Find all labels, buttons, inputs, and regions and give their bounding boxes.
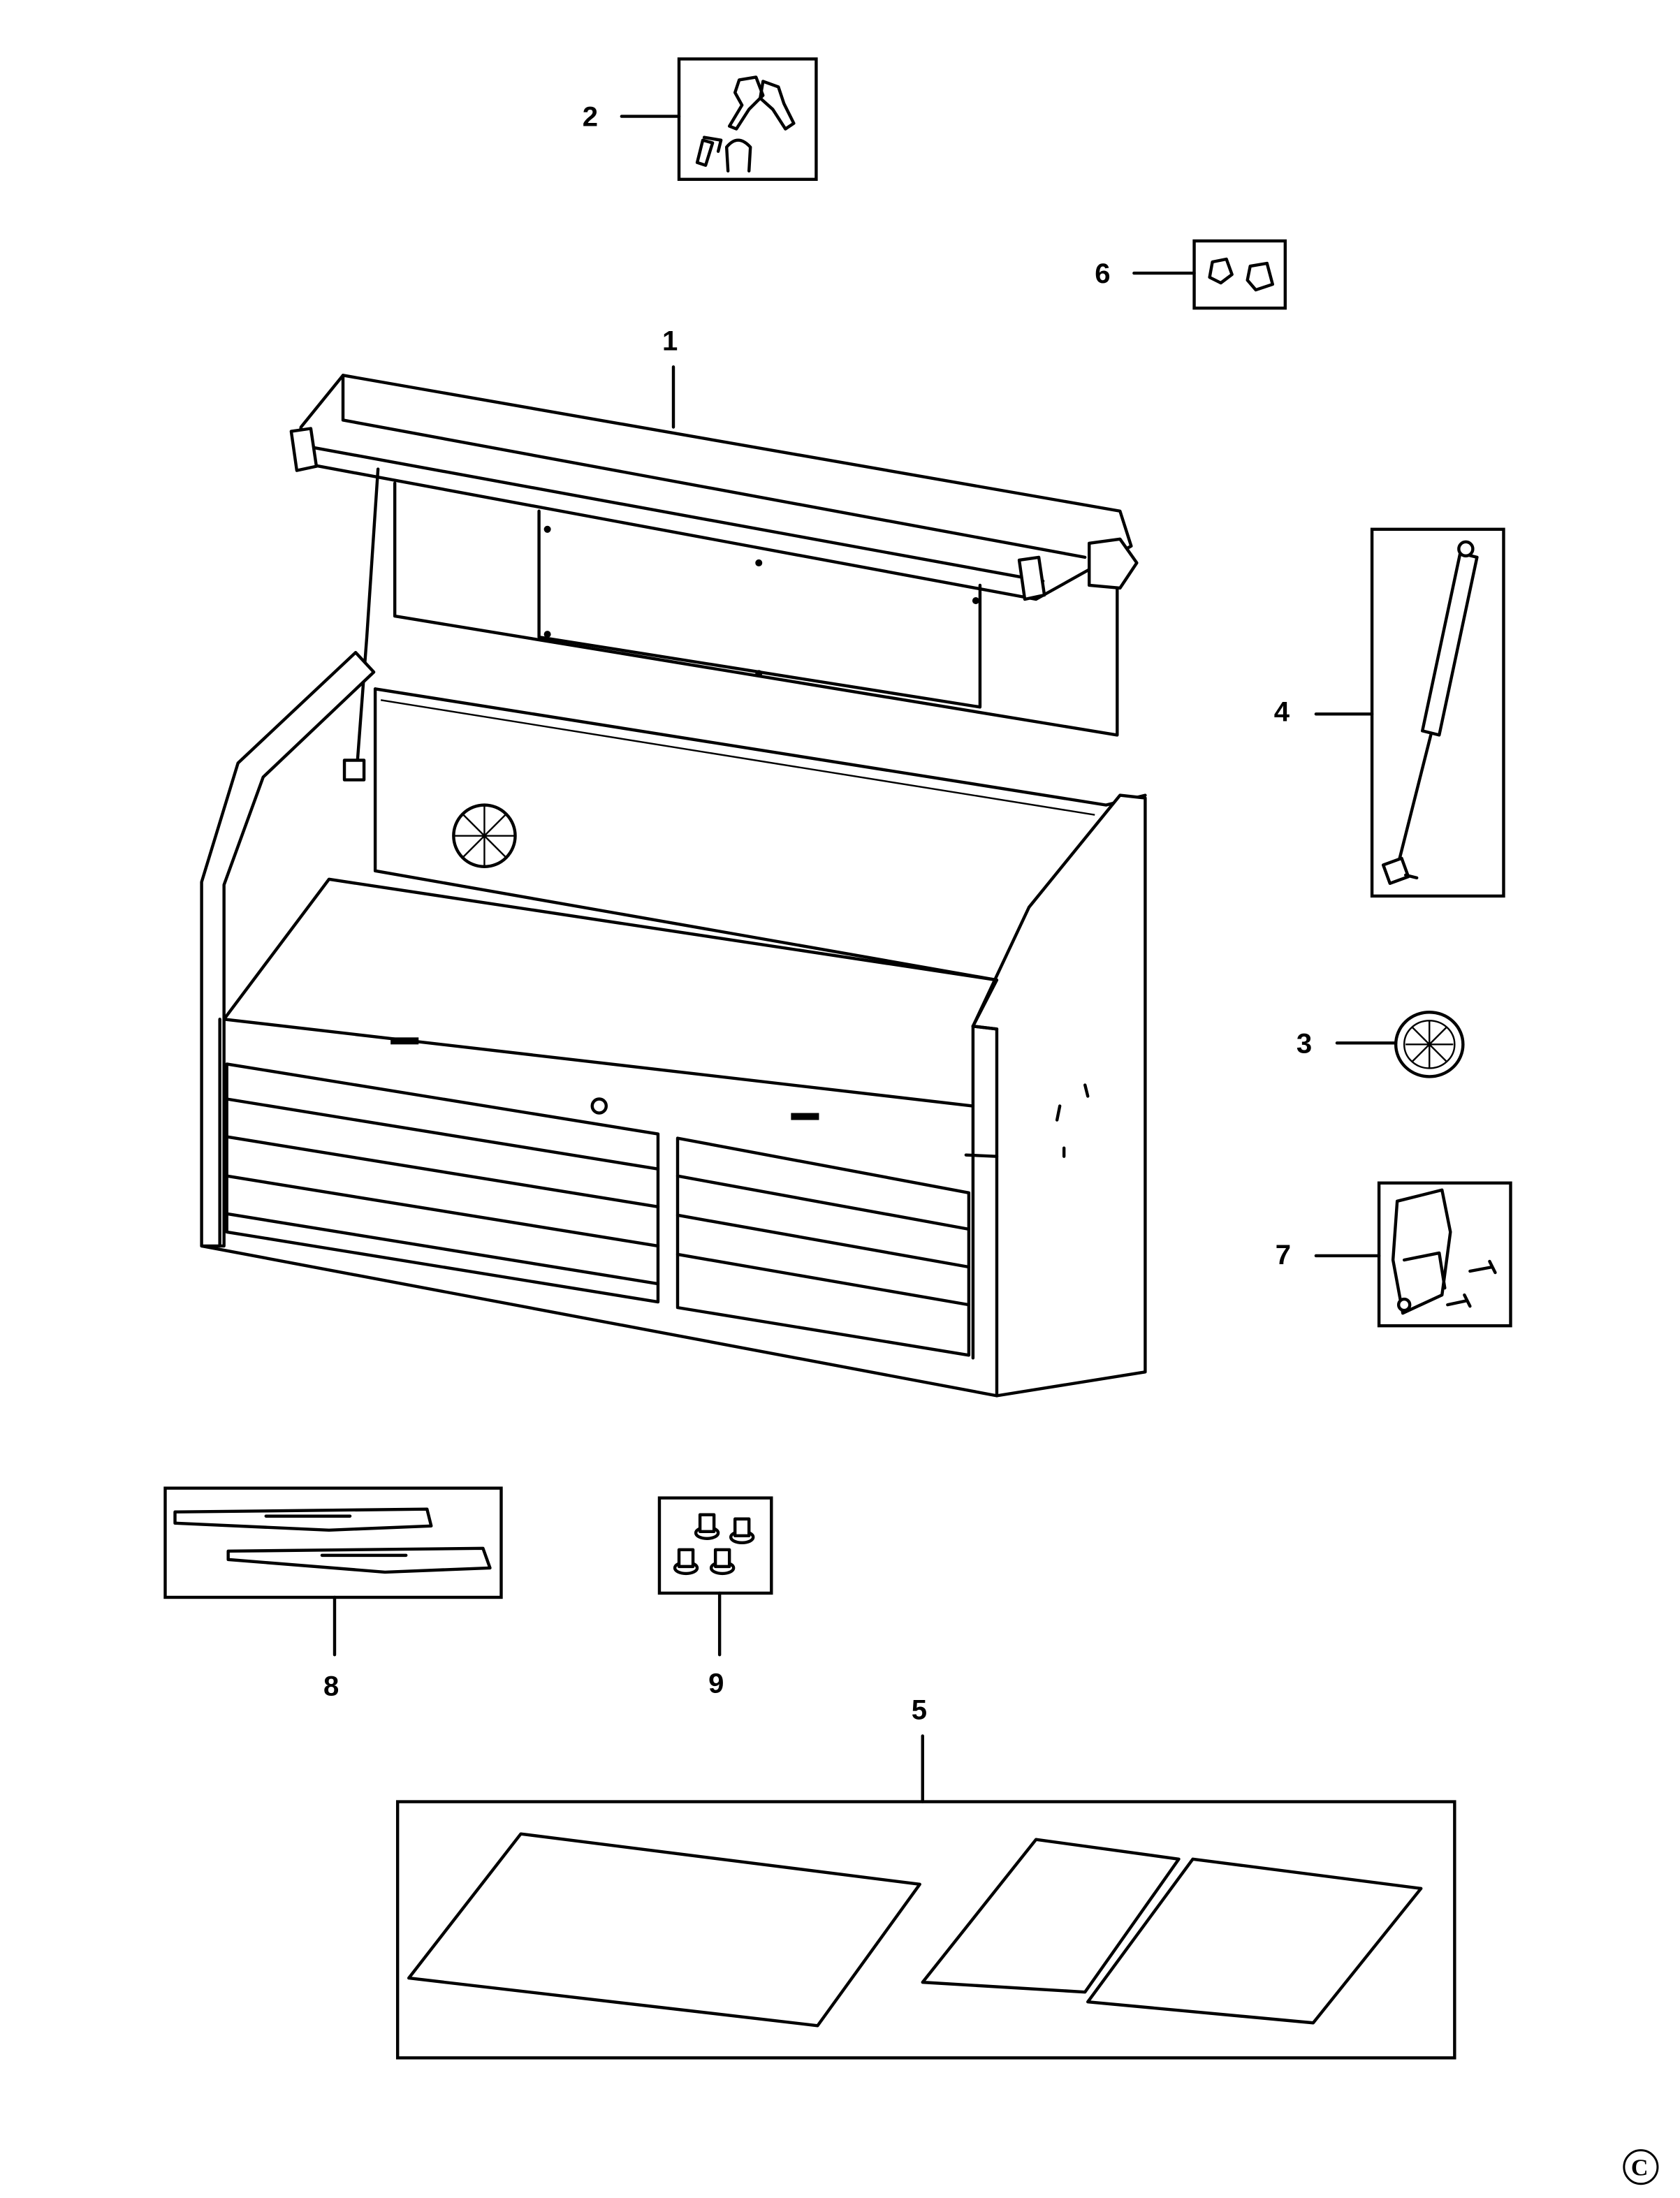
- gas-strut-part[interactable]: [1370, 527, 1505, 898]
- callout-2: 2: [583, 102, 598, 133]
- drawer-liners-part[interactable]: [395, 1800, 1456, 2060]
- callout-5: 5: [912, 1694, 927, 1725]
- callout-3: 3: [1296, 1028, 1312, 1059]
- callout-7: 7: [1276, 1240, 1291, 1270]
- callout-6: 6: [1095, 258, 1110, 289]
- callout-1: 1: [662, 325, 678, 356]
- callout-8: 8: [323, 1671, 339, 1701]
- hasp-bracket-part[interactable]: [1377, 1181, 1512, 1328]
- copyright-text: C: [1631, 2155, 1649, 2181]
- copyright-mark: C: [1623, 2149, 1659, 2185]
- drawer-slides-part[interactable]: [163, 1486, 503, 1599]
- callout-4: 4: [1274, 696, 1290, 727]
- callout-9: 9: [708, 1668, 724, 1699]
- lock-keys-part[interactable]: [677, 57, 818, 181]
- grommet-part[interactable]: [1394, 1011, 1465, 1078]
- bumpers-part[interactable]: [1192, 239, 1287, 310]
- feet-part[interactable]: [657, 1496, 773, 1595]
- tool-chest[interactable]: [200, 374, 1147, 1398]
